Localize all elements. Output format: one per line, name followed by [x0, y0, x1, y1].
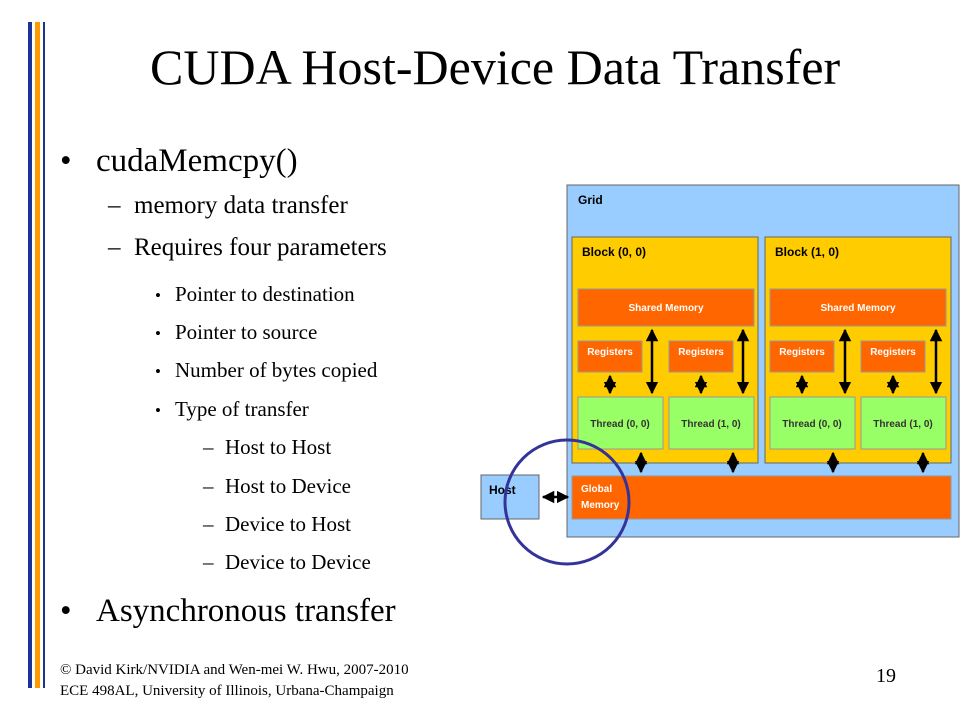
- param-item: •Type of transfer: [155, 397, 309, 421]
- copyright-footer: © David Kirk/NVIDIA and Wen-mei W. Hwu, …: [60, 662, 409, 699]
- registers-box: [577, 340, 643, 373]
- transfer-type-item: –Device to Device: [203, 550, 371, 574]
- global-memory-label: Global: [581, 484, 612, 495]
- decor-bar-navy: [28, 22, 32, 688]
- registers-label: Registers: [587, 347, 633, 358]
- registers-label: Registers: [678, 347, 724, 358]
- decor-bar-orange: [35, 22, 40, 688]
- thread-box: [668, 396, 755, 450]
- highlight-circle: [503, 438, 631, 566]
- shared-memory-box: [769, 288, 947, 327]
- param-item: •Pointer to source: [155, 320, 318, 344]
- register-thread-arrows: [603, 374, 900, 395]
- global-memory-label: Memory: [581, 500, 620, 511]
- sub-bullet-four-params: –Requires four parameters: [108, 234, 387, 261]
- thread-box: [769, 396, 856, 450]
- transfer-type-item: –Device to Host: [203, 512, 351, 536]
- block-label: Block (1, 0): [775, 245, 839, 259]
- shared-memory-label: Shared Memory: [820, 303, 895, 314]
- shared-memory-box: [577, 288, 755, 327]
- thread-label: Thread (1, 0): [681, 419, 740, 430]
- block-label: Block (0, 0): [582, 245, 646, 259]
- global-memory-box: [571, 475, 952, 520]
- thread-global-arrows: [634, 451, 930, 474]
- transfer-type-item: –Host to Host: [203, 435, 332, 459]
- page-number: 19: [876, 665, 896, 687]
- param-item: •Number of bytes copied: [155, 358, 378, 382]
- host-label: Host: [489, 483, 516, 497]
- shared-thread-arrows: [645, 328, 943, 395]
- host-box: [480, 474, 540, 520]
- registers-box: [860, 340, 926, 373]
- registers-box: [668, 340, 734, 373]
- grid-label: Grid: [578, 193, 603, 207]
- shared-memory-label: Shared Memory: [628, 303, 703, 314]
- registers-box: [769, 340, 835, 373]
- decor-bar-navy-thin: [43, 22, 45, 688]
- bullet-dot: •: [60, 593, 72, 629]
- thread-box: [860, 396, 947, 450]
- transfer-type-item: –Host to Device: [203, 474, 351, 498]
- bullet-dot: •: [60, 143, 72, 179]
- param-item: •Pointer to destination: [155, 282, 355, 306]
- thread-box: [577, 396, 664, 450]
- registers-label: Registers: [870, 347, 916, 358]
- thread-label: Thread (1, 0): [873, 419, 932, 430]
- registers-label: Registers: [779, 347, 825, 358]
- thread-label: Thread (0, 0): [782, 419, 841, 430]
- slide-title: CUDA Host-Device Data Transfer: [150, 39, 841, 95]
- sub-bullet-memory-transfer: –memory data transfer: [108, 192, 348, 219]
- thread-label: Thread (0, 0): [590, 419, 649, 430]
